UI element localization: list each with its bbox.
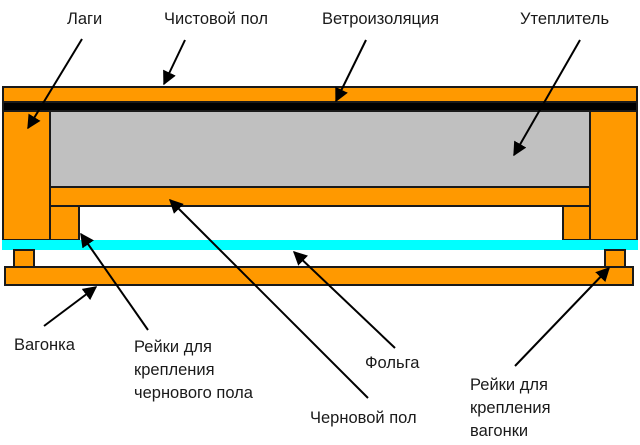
label-subfloor-rails-1: Рейки для xyxy=(134,338,212,356)
label-subfloor-rails-3: чернового пола xyxy=(134,384,254,402)
lining-rails-arrow xyxy=(514,266,610,367)
subfloor-board xyxy=(49,186,591,207)
insulation-layer xyxy=(49,110,591,188)
right-subfloor-rail xyxy=(562,205,591,241)
right-lag xyxy=(589,110,638,241)
label-foil: Фольга xyxy=(365,354,420,372)
finish-floor-board xyxy=(2,86,638,103)
label-lining-rails-2: крепления xyxy=(470,399,551,417)
wind-barrier-arrow xyxy=(335,39,367,103)
label-finish-floor: Чистовой пол xyxy=(164,10,268,28)
right-lining-rail xyxy=(604,249,626,268)
foil-layer xyxy=(2,240,638,250)
left-subfloor-rail xyxy=(49,205,80,241)
label-lining-rails-3: вагонки xyxy=(470,422,528,440)
insulation-arrow xyxy=(513,39,581,157)
label-lagi: Лаги xyxy=(67,10,102,28)
lining-arrow xyxy=(43,286,98,327)
left-lag xyxy=(2,110,51,241)
label-wind-barrier: Ветроизоляция xyxy=(322,10,439,28)
label-subfloor-rails-2: крепления xyxy=(134,361,215,379)
subfloor-rails-arrow xyxy=(80,232,149,331)
subfloor-arrow xyxy=(169,199,369,399)
label-lining: Вагонка xyxy=(14,336,76,354)
left-lining-rail xyxy=(13,249,35,268)
label-insulation: Утеплитель xyxy=(520,10,609,28)
label-subfloor: Черновой пол xyxy=(310,409,417,427)
lagi-arrow xyxy=(27,38,83,130)
foil-arrow xyxy=(292,251,396,349)
finish-floor-arrow xyxy=(163,39,186,86)
label-lining-rails-1: Рейки для xyxy=(470,376,548,394)
